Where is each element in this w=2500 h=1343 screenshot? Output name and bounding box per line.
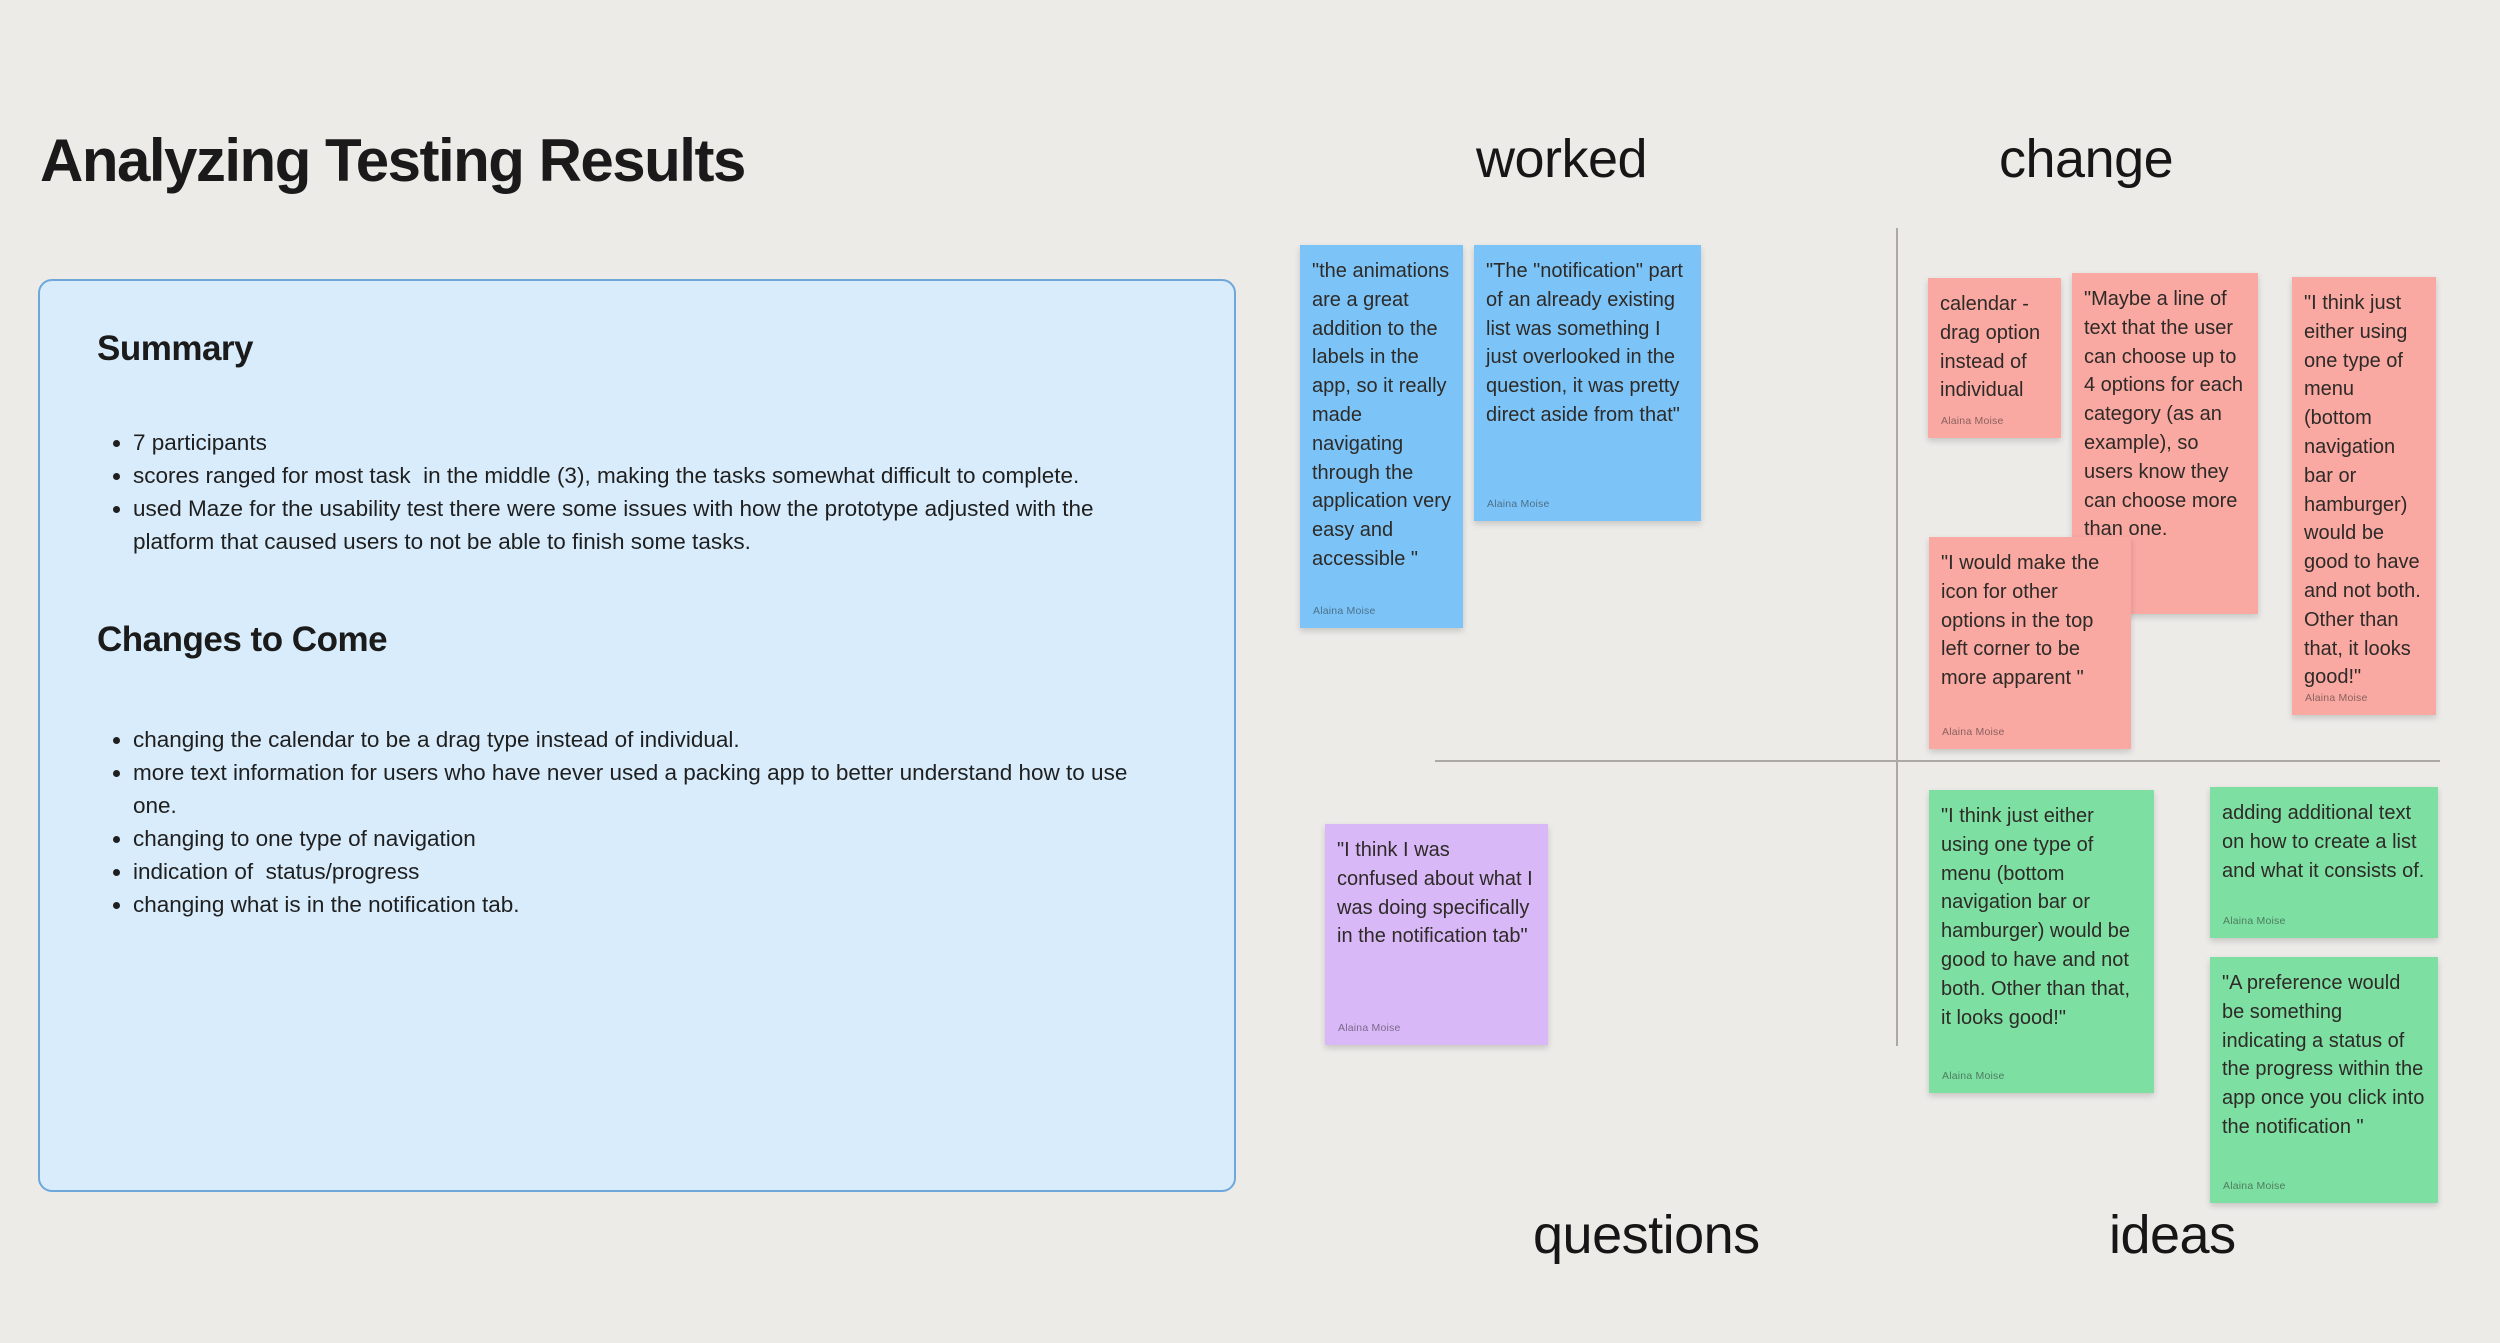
- sticky-author: Alaina Moise: [1313, 604, 1376, 617]
- sticky-text: "I think just either using one type of m…: [1941, 805, 2136, 1029]
- bullet-item: indication of status/progress: [133, 856, 1164, 889]
- bullet-item: scores ranged for most task in the middl…: [133, 460, 1164, 493]
- quadrant-label-change[interactable]: change: [1999, 129, 2174, 189]
- sticky-note-one-type-of-menu-pink[interactable]: "I think just either using one type of m…: [2292, 277, 2436, 715]
- sticky-note-additional-text[interactable]: adding additional text on how to create …: [2210, 787, 2438, 938]
- quadrant-label-ideas[interactable]: ideas: [2109, 1205, 2236, 1265]
- quadrant-label-questions[interactable]: questions: [1533, 1205, 1760, 1265]
- sticky-text: "I think just either using one type of m…: [2304, 292, 2427, 689]
- sticky-text: adding additional text on how to create …: [2222, 802, 2425, 882]
- sticky-text: "The "notification" part of an already e…: [1486, 260, 1689, 426]
- sticky-note-preference-status[interactable]: "A preference would be something indicat…: [2210, 957, 2438, 1203]
- quadrant-divider-horizontal: [1435, 760, 2440, 762]
- summary-list: 7 participants scores ranged for most ta…: [97, 427, 1164, 558]
- bullet-item: changing to one type of navigation: [133, 823, 1164, 856]
- sticky-author: Alaina Moise: [2305, 691, 2368, 704]
- changes-list: changing the calendar to be a drag type …: [97, 724, 1164, 921]
- sticky-author: Alaina Moise: [1941, 414, 2004, 427]
- changes-heading: Changes to Come: [97, 620, 388, 660]
- sticky-text: "I would make the icon for other options…: [1941, 552, 2105, 690]
- bullet-item: changing what is in the notification tab…: [133, 889, 1164, 922]
- bullet-item: changing the calendar to be a drag type …: [133, 724, 1164, 757]
- bullet-item: used Maze for the usability test there w…: [133, 493, 1164, 559]
- quadrant-divider-vertical: [1896, 228, 1898, 1046]
- sticky-author: Alaina Moise: [2223, 1179, 2286, 1192]
- sticky-note-confused-notification-tab[interactable]: "I think I was confused about what I was…: [1325, 824, 1548, 1045]
- sticky-note-calendar-drag[interactable]: calendar - drag option instead of indivi…: [1928, 278, 2061, 438]
- sticky-text: calendar - drag option instead of indivi…: [1940, 293, 2046, 402]
- bullet-item: more text information for users who have…: [133, 757, 1164, 823]
- sticky-text: "A preference would be something indicat…: [2222, 972, 2430, 1138]
- bullet-item: 7 participants: [133, 427, 1164, 460]
- sticky-text: "Maybe a line of text that the user can …: [2084, 288, 2249, 541]
- sticky-author: Alaina Moise: [1942, 1069, 2005, 1082]
- sticky-note-animations[interactable]: "the animations are a great addition to …: [1300, 245, 1463, 628]
- sticky-text: "I think I was confused about what I was…: [1337, 839, 1539, 948]
- summary-heading: Summary: [97, 329, 254, 368]
- sticky-note-icon-top-left[interactable]: "I would make the icon for other options…: [1929, 537, 2131, 749]
- sticky-text: "the animations are a great addition to …: [1312, 260, 1457, 570]
- sticky-author: Alaina Moise: [1338, 1021, 1401, 1034]
- sticky-author: Alaina Moise: [1487, 497, 1550, 510]
- sticky-note-notification-overlooked[interactable]: "The "notification" part of an already e…: [1474, 245, 1701, 521]
- quadrant-label-worked[interactable]: worked: [1476, 129, 1648, 189]
- sticky-author: Alaina Moise: [1942, 725, 2005, 738]
- board-title[interactable]: Analyzing Testing Results: [40, 127, 746, 194]
- sticky-author: Alaina Moise: [2223, 914, 2286, 927]
- summary-panel[interactable]: Summary 7 participants scores ranged for…: [38, 279, 1236, 1192]
- sticky-note-one-type-of-menu-green[interactable]: "I think just either using one type of m…: [1929, 790, 2154, 1093]
